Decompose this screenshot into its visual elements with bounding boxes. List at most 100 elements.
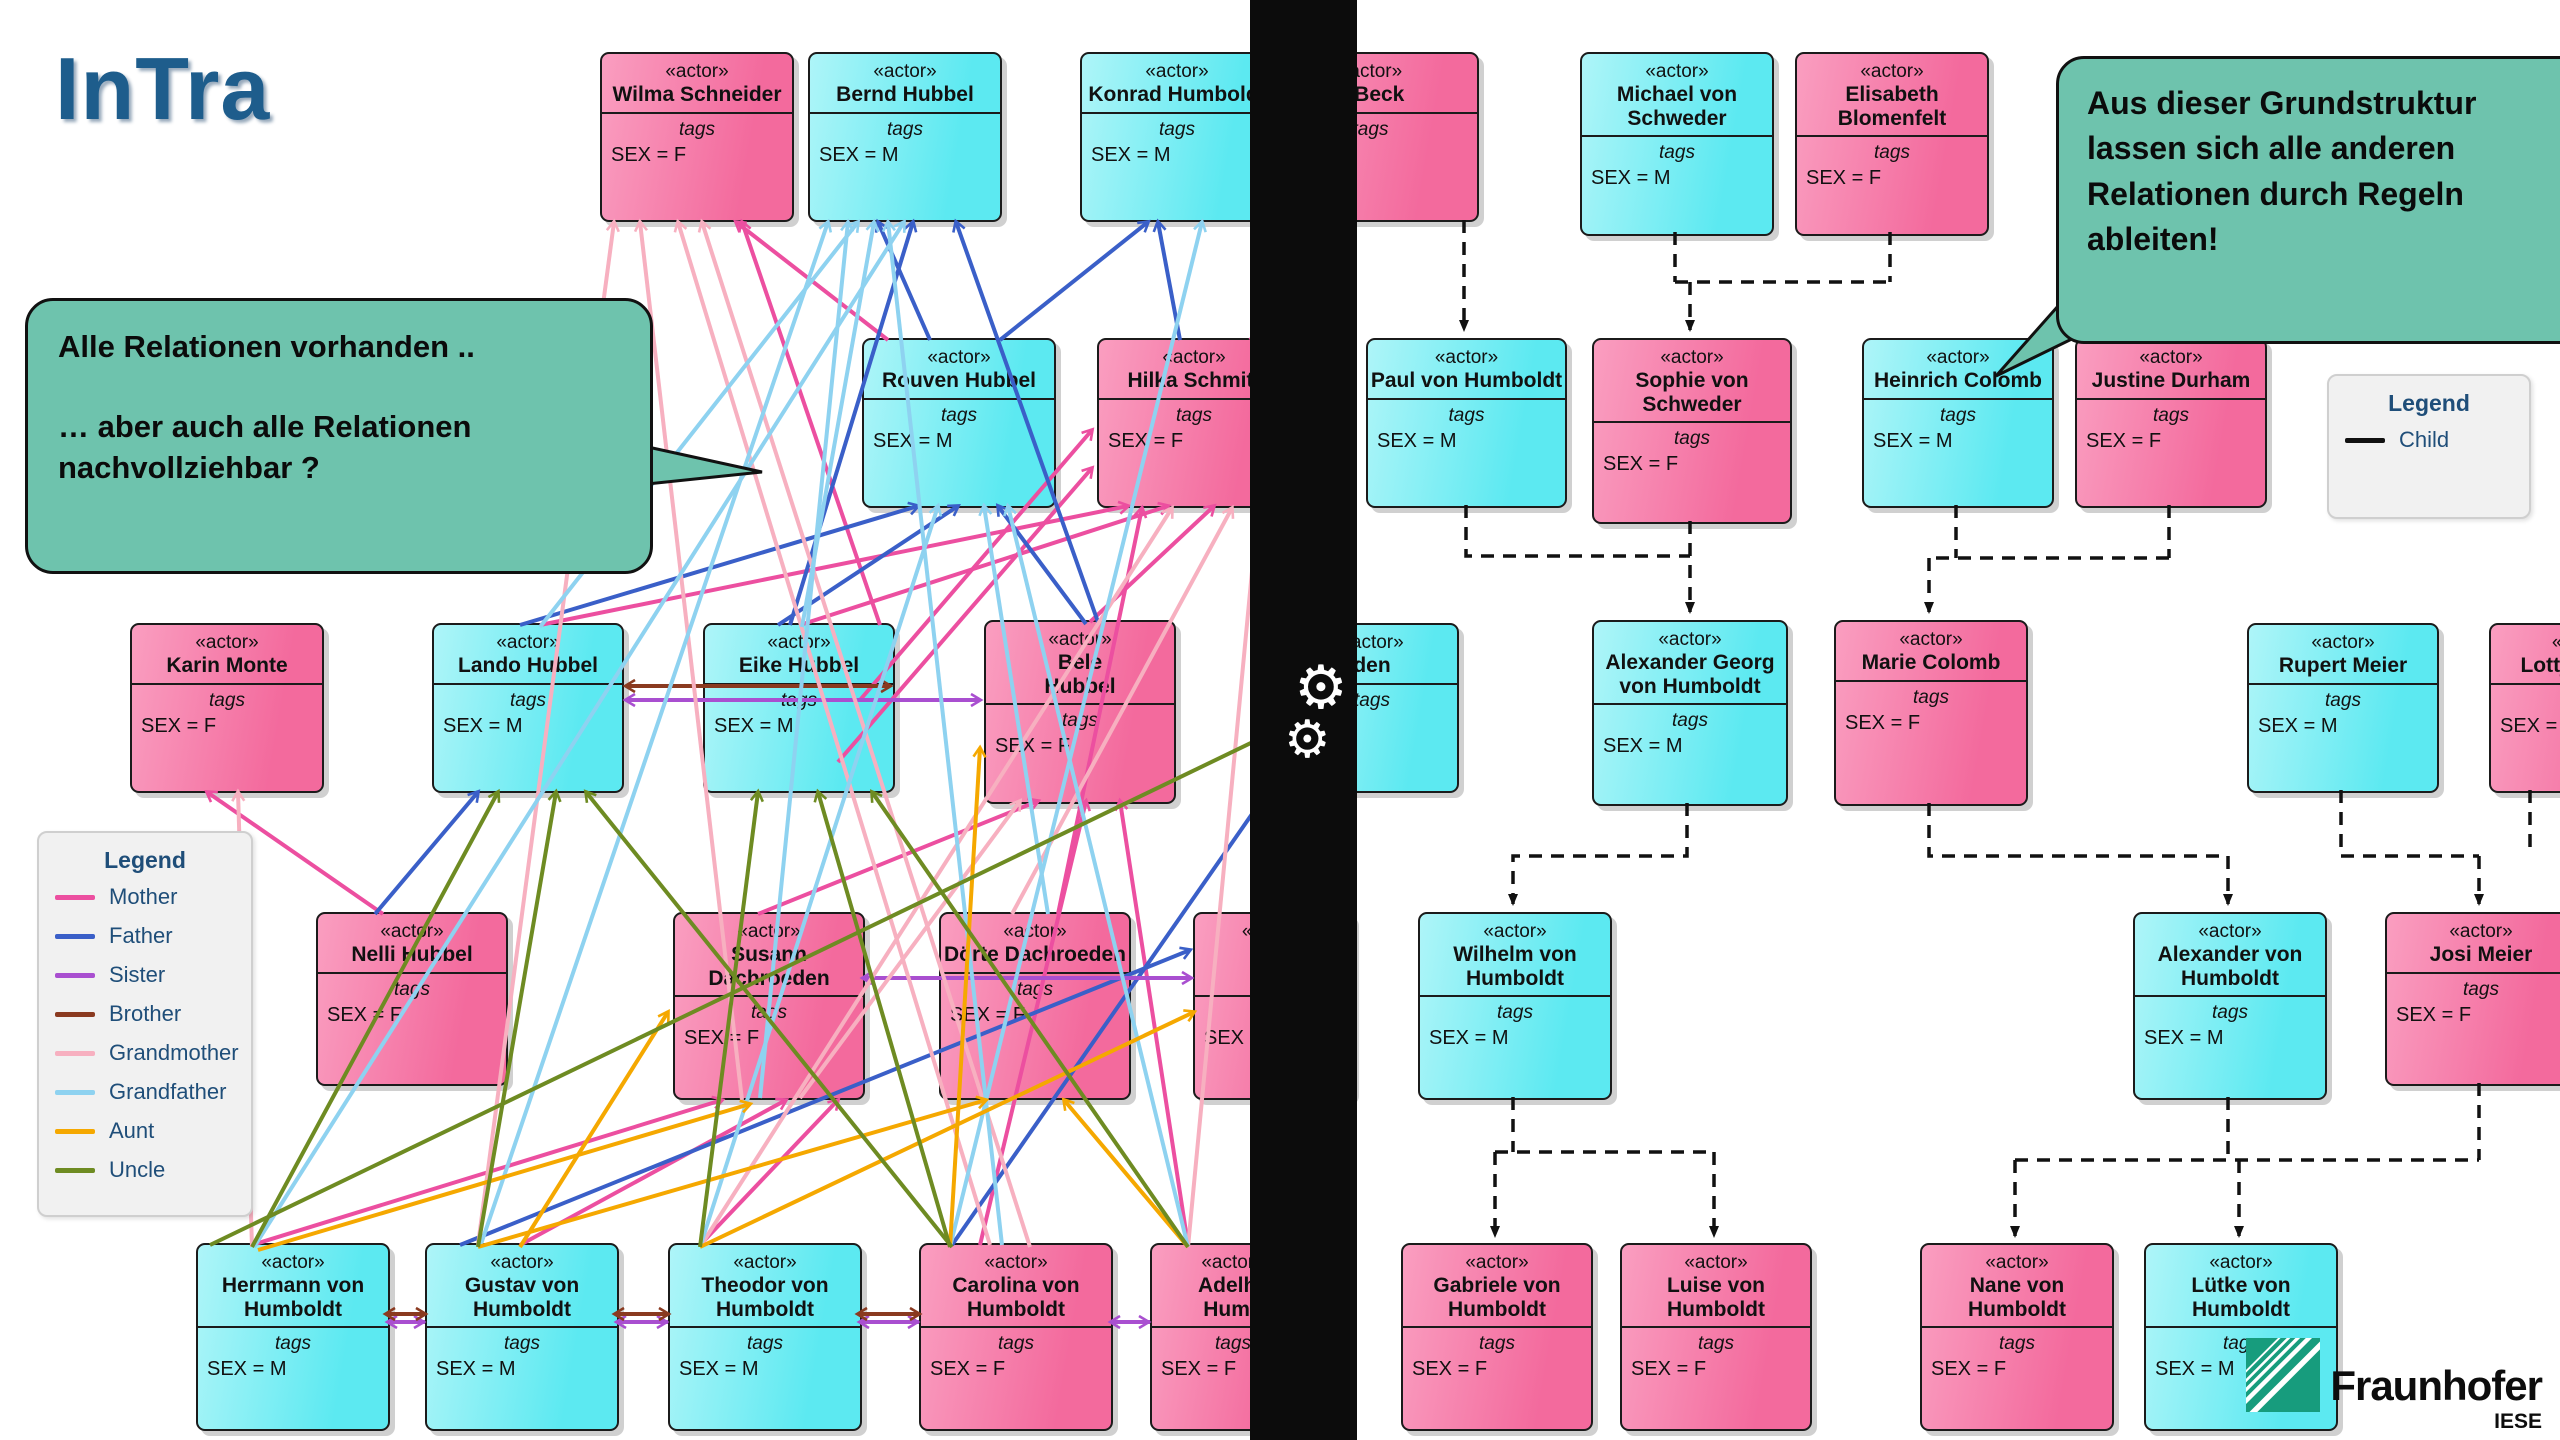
actor-tags-label: tags (1659, 142, 1695, 164)
actor-box[interactable]: «actor» Lando Hubbel tags SEX = M (432, 623, 624, 793)
actor-box[interactable]: «actor» Konrad Humboldt tags SEX = M (1080, 52, 1274, 222)
actor-sex-value: SEX = M (679, 1358, 759, 1381)
actor-tags-label: tags (209, 689, 245, 711)
actor-box[interactable]: «actor» Wilhelm von Humboldt tags SEX = … (1418, 912, 1612, 1100)
actor-body: tags SEX = M (198, 1328, 388, 1429)
legend-item-mother: Mother (55, 884, 251, 910)
actor-name: Nelli Hubbel (351, 943, 473, 966)
actor-header: «actor» Alexander von Humboldt (2135, 914, 2325, 998)
actor-body: tags SEX = F (2491, 685, 2560, 791)
legend-item-aunt: Aunt (55, 1118, 251, 1144)
actor-sex-value: SEX = F (1412, 1358, 1488, 1381)
actor-sex-value: SEX = M (2155, 1358, 2235, 1381)
actor-box[interactable]: «actor» Josi Meier tags SEX = F (2385, 912, 2560, 1086)
actor-box[interactable]: «actor» Gabriele von Humboldt tags SEX =… (1401, 1243, 1593, 1431)
actor-box[interactable]: «actor» Nane von Humboldt tags SEX = F (1920, 1243, 2114, 1431)
actor-header: «actor» Alexander Georg von Humboldt (1594, 622, 1786, 706)
speech-bubble-right: Aus dieser Grundstruktur lassen sich all… (2056, 56, 2560, 344)
legend-swatch (55, 1128, 95, 1134)
actor-stereotype: «actor» (1860, 61, 1924, 82)
actor-sex-value: SEX = F (1603, 453, 1679, 476)
actor-box[interactable]: «actor» Eike Hubbel tags SEX = M (703, 623, 895, 793)
actor-name: Gabriele von Humboldt (1433, 1274, 1561, 1321)
actor-stereotype: «actor» (2139, 347, 2203, 368)
actor-name: Michael von Schweder (1616, 83, 1738, 130)
actor-stereotype: «actor» (665, 61, 729, 82)
actor-box[interactable]: «actor» Susann Dachroeden tags SEX = F (673, 912, 865, 1100)
actor-box[interactable]: «actor» Herrmann von Humboldt tags SEX =… (196, 1243, 390, 1431)
actor-stereotype: «actor» (1483, 921, 1547, 942)
actor-body: tags SEX = M (1582, 137, 1772, 234)
actor-name: Karin Monte (166, 654, 288, 677)
actor-sex-value: SEX = M (2258, 714, 2338, 737)
actor-box[interactable]: «actor» Karin Monte tags SEX = F (130, 623, 324, 793)
actor-tags-label: tags (2325, 689, 2361, 711)
actor-body: tags SEX = M (2249, 685, 2437, 791)
legend-item-grandmother: Grandmother (55, 1040, 251, 1066)
legend-swatch (55, 894, 95, 900)
actor-body: tags SEX = F (318, 974, 506, 1084)
legend-item-brother: Brother (55, 1001, 251, 1027)
actor-body: tags SEX = F (1797, 137, 1987, 234)
actor-body: tags SEX = F (1403, 1328, 1591, 1429)
actor-box[interactable]: «actor» Sophie von Schweder tags SEX = F (1592, 338, 1792, 524)
actor-box[interactable]: «actor» Dörte Dachroeden tags SEX = F (939, 912, 1131, 1100)
actor-body: tags SEX = F (941, 974, 1129, 1098)
legend-label: Uncle (109, 1157, 166, 1182)
actor-header: «actor» Eike Hubbel (705, 625, 893, 685)
actor-tags-label: tags (2491, 690, 2560, 712)
actor-box[interactable]: «actor» Bernd Hubbel tags SEX = M (808, 52, 1002, 222)
actor-box[interactable]: «actor» Rupert Meier tags SEX = M (2247, 623, 2439, 793)
actor-header: «actor» Heinrich Colomb (1864, 340, 2052, 400)
actor-box[interactable]: «actor» Michael von Schweder tags SEX = … (1580, 52, 1774, 236)
actor-tags-label: tags (1940, 404, 1976, 426)
actor-body: tags SEX = F (132, 685, 322, 791)
legend-item-sister: Sister (55, 962, 251, 988)
actor-name: Theodor von Humboldt (701, 1274, 829, 1321)
actor-box[interactable]: «actor» Justine Durham tags SEX = F (2075, 338, 2267, 508)
actor-box[interactable]: «actor» Paul von Humboldt tags SEX = M (1366, 338, 1567, 508)
actor-box[interactable]: «actor» Gustav von Humboldt tags SEX = M (425, 1243, 619, 1431)
actor-box[interactable]: «actor» Alexander Georg von Humboldt tag… (1592, 620, 1788, 806)
actor-header: «actor» Michael von Schweder (1582, 54, 1772, 138)
actor-tags-label: tags (394, 978, 430, 1000)
actor-tags-label: tags (751, 1002, 787, 1024)
actor-box[interactable]: «actor» Rouven Hubbel tags SEX = M (862, 338, 1056, 508)
speech-bubble-left: Alle Relationen vorhanden .. … aber auch… (25, 298, 653, 574)
actor-box[interactable]: «actor» Nelli Hubbel tags SEX = F (316, 912, 508, 1086)
logo-unit-text: IESE (2494, 1410, 2542, 1433)
legend-label: Aunt (109, 1118, 155, 1143)
actor-box[interactable]: «actor» Bele Hubbel tags SEX = F (984, 620, 1176, 804)
actor-box[interactable]: «actor» Heinrich Colomb tags SEX = M (1862, 338, 2054, 508)
actor-header: «actor» Konrad Humboldt (1082, 54, 1272, 114)
actor-box[interactable]: «actor» Lottje Böcke tags SEX = F (2489, 623, 2560, 793)
actor-name: Marie Colomb (1861, 651, 2001, 674)
actor-header: «actor» Marie Colomb (1836, 622, 2026, 682)
actor-box[interactable]: «actor» Luise von Humboldt tags SEX = F (1620, 1243, 1812, 1431)
actor-tags-label: tags (1352, 118, 1389, 140)
actor-box[interactable]: «actor» Elisabeth Blomenfelt tags SEX = … (1795, 52, 1989, 236)
actor-box[interactable]: «actor» Theodor von Humboldt tags SEX = … (668, 1243, 862, 1431)
actor-sex-value: SEX = F (950, 1003, 1026, 1026)
actor-name: Konrad Humboldt (1088, 83, 1266, 106)
actor-name: Lando Hubbel (458, 654, 598, 677)
actor-body: tags SEX = F (2387, 974, 2560, 1084)
legend-item-father: Father (55, 923, 251, 949)
bubble-left-line1: Alle Relationen vorhanden .. (58, 329, 475, 364)
actor-tags-label: tags (781, 689, 817, 711)
actor-tags-label: tags (504, 1333, 540, 1355)
actor-name: Alexander Georg von Humboldt (1605, 651, 1775, 698)
actor-box[interactable]: «actor» Wilma Schneider tags SEX = F (600, 52, 794, 222)
actor-box[interactable]: «actor» Alexander von Humboldt tags SEX … (2133, 912, 2327, 1100)
actor-sex-value: SEX = F (1631, 1358, 1707, 1381)
actor-name: Rouven Hubbel (881, 369, 1036, 392)
actor-sex-value: SEX = M (819, 143, 899, 166)
actor-stereotype: «actor» (2311, 632, 2375, 653)
actor-name: Bernd Hubbel (836, 83, 974, 106)
actor-box[interactable]: «actor» Carolina von Humboldt tags SEX =… (919, 1243, 1113, 1431)
actor-name: Carolina von Humboldt (952, 1274, 1080, 1321)
actor-name: Eike Hubbel (738, 654, 860, 677)
actor-box[interactable]: «actor» Marie Colomb tags SEX = F (1834, 620, 2028, 806)
actor-name: Sophie von Schweder (1635, 369, 1749, 416)
